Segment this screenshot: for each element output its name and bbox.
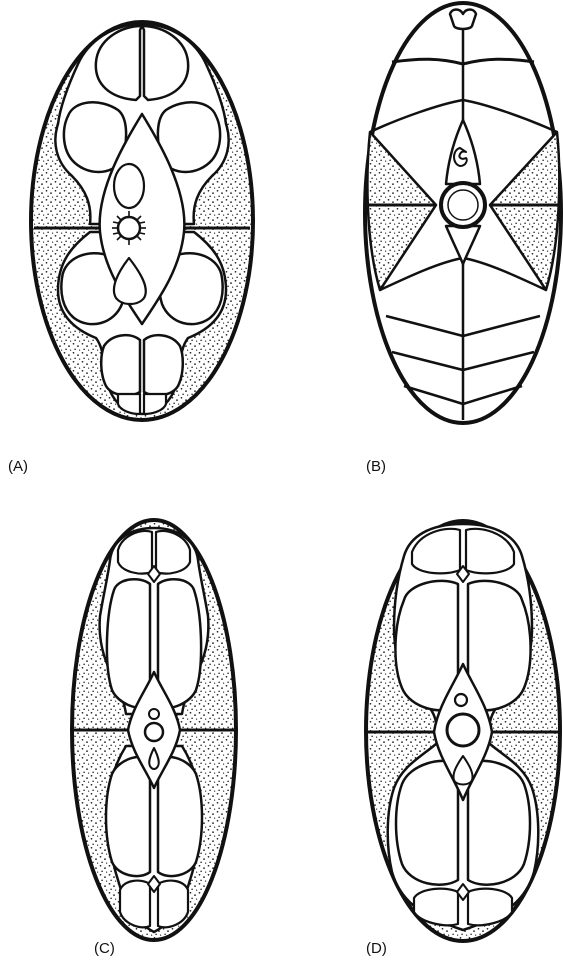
panel-b [365, 3, 561, 423]
panel-a-upper-nucleus [114, 164, 144, 208]
panel-a-cell-bottom-left [101, 335, 140, 395]
panel-a-central-nucleus [118, 217, 140, 239]
panel-c-cell-lower-left [106, 757, 150, 876]
panel-c-cell-lower-right [158, 757, 202, 876]
panel-b-label: (B) [366, 458, 386, 475]
panel-d-central-nucleus [447, 714, 479, 746]
panel-c-base-left [120, 881, 150, 928]
panel-a [31, 22, 253, 420]
panel-c-cell-upper-left [107, 579, 150, 708]
panel-c-cell-upper-right [158, 579, 201, 708]
panel-c-base-right [158, 881, 188, 928]
panel-d-cell-lower-left [396, 761, 458, 885]
panel-d [366, 521, 560, 941]
panel-b-top-notch [450, 10, 476, 30]
panel-c-upper-vesicle [149, 709, 159, 719]
panel-a-label: (A) [8, 458, 28, 475]
panel-d-upper-vesicle [455, 694, 467, 706]
panel-c [72, 520, 236, 940]
panel-c-label: (C) [94, 940, 115, 957]
panel-c-central-nucleus [145, 723, 163, 741]
panel-d-label: (D) [366, 940, 387, 957]
panel-a-cell-bottom-right [144, 335, 183, 395]
panel-d-cell-lower-right [468, 761, 530, 885]
